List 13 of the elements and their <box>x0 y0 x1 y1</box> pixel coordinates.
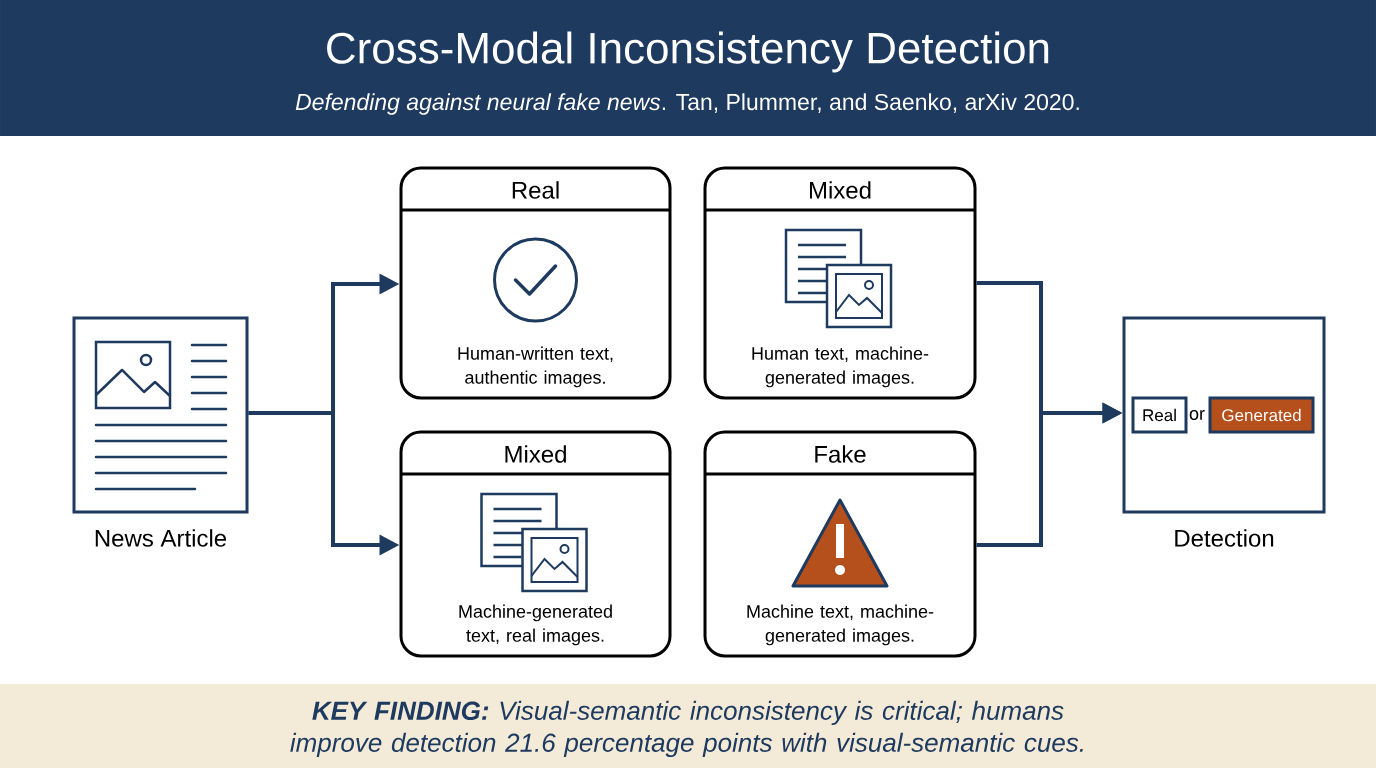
node-label: News Article <box>95 529 227 547</box>
result-tag: Generated <box>1208 396 1315 434</box>
finding-banner: KEY FINDING: Visual-semantic inconsistency is critical; humans improve detection 21.6 percentage points with visual-semantic cues. <box>0 684 1376 768</box>
node-label: Detection <box>1175 529 1274 547</box>
title: Cross-Modal Inconsistency Detection <box>327 31 1049 73</box>
card-description: Machine text, machine-generated images. <box>747 604 934 646</box>
card-description: Machine-generated text, real images. <box>459 604 612 646</box>
card-description: Human text, machine-generated images. <box>752 346 929 388</box>
card-description: Human-written text, authentic images. <box>458 346 613 388</box>
result-tag: Real <box>1131 396 1188 434</box>
article-box <box>72 316 249 547</box>
connector-word: or <box>1189 410 1205 420</box>
subtitle: Defending against neural fake news. Tan, Plummer, and Saenko, arXiv 2020. <box>295 93 1079 115</box>
